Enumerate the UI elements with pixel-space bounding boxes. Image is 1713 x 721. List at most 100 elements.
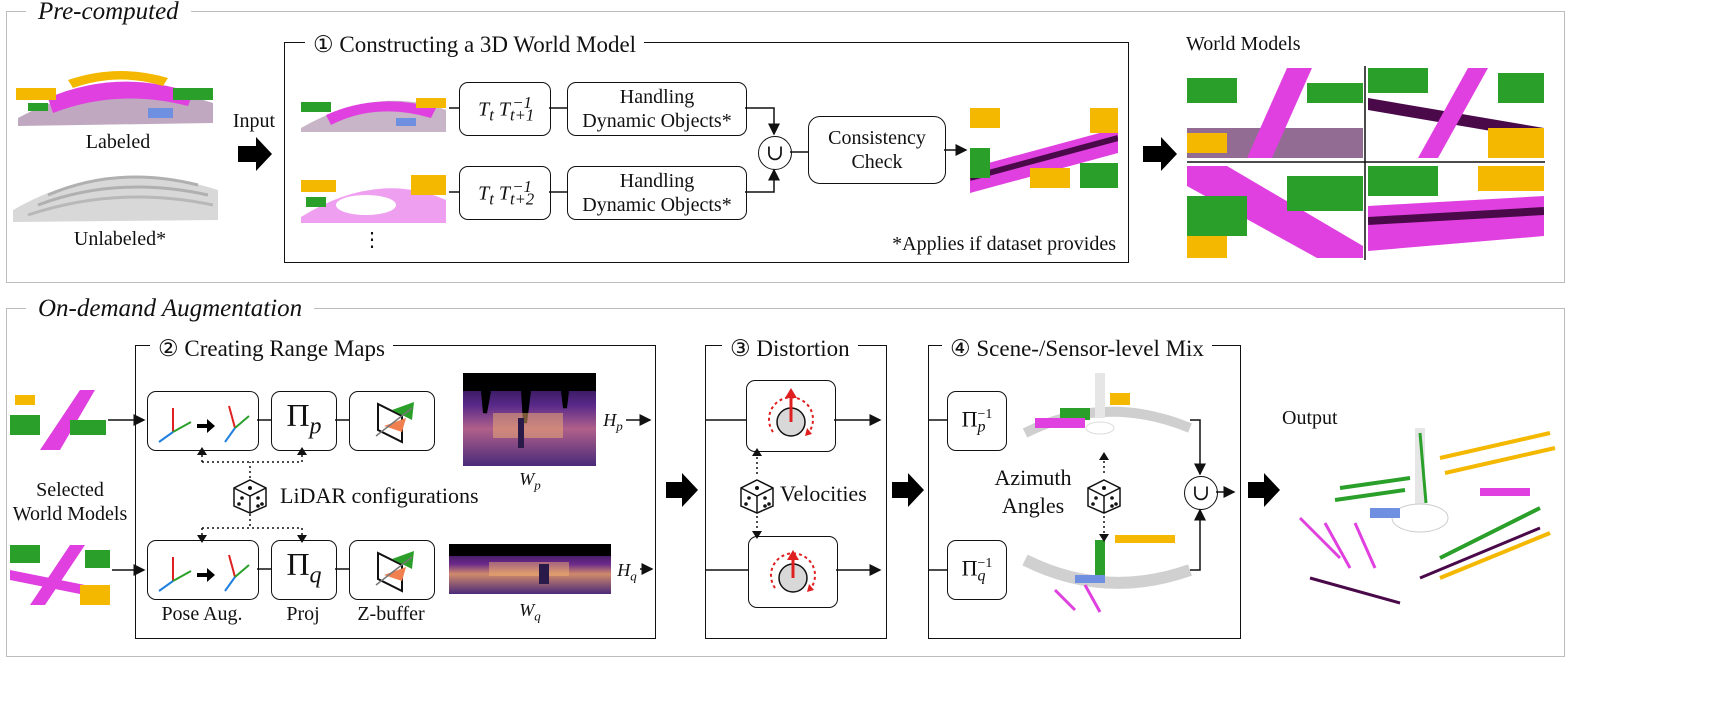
zbuffer-label: Z-buffer <box>357 603 425 625</box>
world-models-grid-lines <box>1187 66 1545 260</box>
pose-aug-box-p <box>147 391 259 451</box>
wq-symbol: W <box>519 600 535 620</box>
range-map-q-graphic <box>449 544 611 584</box>
dynamic-objects-box-2: Handling Dynamic Objects* <box>567 166 747 220</box>
input-label: Input <box>232 110 276 132</box>
ondemand-section <box>6 308 1565 657</box>
world-model-tile-3 <box>1187 166 1363 258</box>
labeled-label: Labeled <box>85 131 151 153</box>
inv-p-text: Πp−1 <box>962 403 993 440</box>
zbuffer-box-q <box>349 540 435 600</box>
selected-world-models-line2: World Models <box>12 503 128 525</box>
proj-q-sub: q <box>309 562 322 589</box>
proj-q-text: Πq <box>286 548 322 589</box>
output-label: Output <box>1282 407 1338 429</box>
azimuth-dice-graphic <box>1087 479 1121 514</box>
selected-world-model-1-graphic <box>10 390 106 450</box>
lidar-dice-graphic <box>233 479 267 514</box>
merged-world-pointcloud <box>970 108 1118 193</box>
inv-p-symbol: Π <box>961 405 978 431</box>
dynamic2-line1: Handling <box>619 170 695 192</box>
mix-pointcloud-p <box>1015 373 1195 453</box>
output-pointcloud <box>1280 428 1560 618</box>
lidar-dice-icon <box>232 478 268 514</box>
range-map-p <box>463 373 596 466</box>
rotation-icon-p <box>768 388 814 437</box>
dotted-arrowheads <box>197 447 1109 543</box>
pose-aug-box-q <box>147 540 259 600</box>
dynamic2-line2: Dynamic Objects* <box>582 194 732 216</box>
precomputed-section <box>6 11 1565 283</box>
world-model-tile-2-graphic <box>1368 68 1544 158</box>
unlabeled-label: Unlabeled* <box>73 228 167 250</box>
pose-axes-icon-q <box>158 554 250 592</box>
output-pointcloud-graphic <box>1298 428 1556 605</box>
consistency-check-box: Consistency Check <box>808 116 946 184</box>
pose-axes-icon-p <box>158 405 250 443</box>
world-model-tile-1 <box>1187 68 1363 158</box>
hq-sub: q <box>630 568 637 584</box>
velocities-label: Velocities <box>780 481 867 506</box>
projection-box-q: Πq <box>271 540 337 600</box>
dynamic-objects-box-1: Handling Dynamic Objects* <box>567 82 747 136</box>
transform-box-t2: Tt Tt+2−1 <box>459 166 551 220</box>
hq-symbol: H <box>617 560 631 580</box>
azimuth-line2: Angles <box>1001 493 1065 518</box>
world-model-tile-4-graphic <box>1368 166 1544 251</box>
transform-box-t1: Tt Tt+1−1 <box>459 82 551 136</box>
world-model-tile-2 <box>1368 68 1544 158</box>
world-model-panel-title: ① Constructing a 3D World Model <box>305 32 645 58</box>
mix-pointcloud-q-graphic <box>1022 535 1192 613</box>
inverse-proj-box-p: Πp−1 <box>947 391 1007 451</box>
labeled-pointcloud <box>8 58 223 128</box>
dynamic1-line2: Dynamic Objects* <box>582 110 732 132</box>
world-model-tile-4 <box>1368 166 1544 258</box>
arrow-lines <box>108 107 1236 576</box>
block-arrows <box>238 137 1280 507</box>
proj-q-symbol: Π <box>286 546 310 583</box>
mix-pointcloud-p-graphic <box>1022 373 1192 438</box>
wp-sub: p <box>534 477 541 493</box>
input-block-arrow <box>238 137 272 171</box>
to-output-block-arrow <box>1248 473 1280 507</box>
frame2-pointcloud <box>296 165 452 225</box>
proj-label: Proj <box>286 603 320 625</box>
world-model-tile-1-graphic <box>1187 68 1363 158</box>
world-models-block-arrow <box>1143 137 1177 171</box>
inv-q-symbol: Π <box>961 554 978 580</box>
world-model-tile-3-graphic <box>1187 166 1363 258</box>
transform-t2-text: Tt Tt+2−1 <box>478 176 535 209</box>
zbuffer-box-p <box>349 391 435 451</box>
union-node-1: ∪ <box>758 136 792 170</box>
lidar-config-label: LiDAR configurations <box>280 483 479 508</box>
selected-world-models-line1: Selected <box>36 479 104 501</box>
inv-q-sup: −1 <box>977 555 993 571</box>
zbuffer-icon-q <box>375 551 414 593</box>
distortion-box-p <box>746 380 836 452</box>
selected-world-model-1 <box>10 390 106 450</box>
frame1-pointcloud-graphic <box>301 98 446 132</box>
dataset-footnote: *Applies if dataset provides <box>892 233 1116 255</box>
inv-q-sub: q <box>977 567 986 585</box>
union-node-2: ∪ <box>1184 476 1218 510</box>
mix-panel-title: ④ Scene-/Sensor-level Mix <box>942 336 1212 362</box>
mix-pointcloud-q <box>1015 530 1195 615</box>
unlabeled-pointcloud <box>8 150 223 225</box>
hp-sub: p <box>616 418 623 434</box>
distortion-box-q <box>748 536 838 608</box>
transform-t1-text: Tt Tt+1−1 <box>478 92 535 125</box>
ondemand-title: On-demand Augmentation <box>26 295 315 323</box>
frame2-pointcloud-graphic <box>301 175 446 223</box>
proj-p-text: Πp <box>286 399 321 438</box>
range-map-q <box>449 544 611 594</box>
wp-label: Wp <box>515 467 545 498</box>
inverse-proj-box-q: Πq−1 <box>947 540 1007 600</box>
azimuth-line1: Azimuth <box>994 465 1072 490</box>
consistency-line1: Consistency <box>828 127 926 149</box>
world-models-label: World Models <box>1186 33 1301 55</box>
inv-p-sup: −1 <box>977 406 993 422</box>
zbuffer-icon-p <box>375 402 414 444</box>
dotted-config-lines <box>201 452 1105 538</box>
wq-label: Wq <box>515 598 545 629</box>
